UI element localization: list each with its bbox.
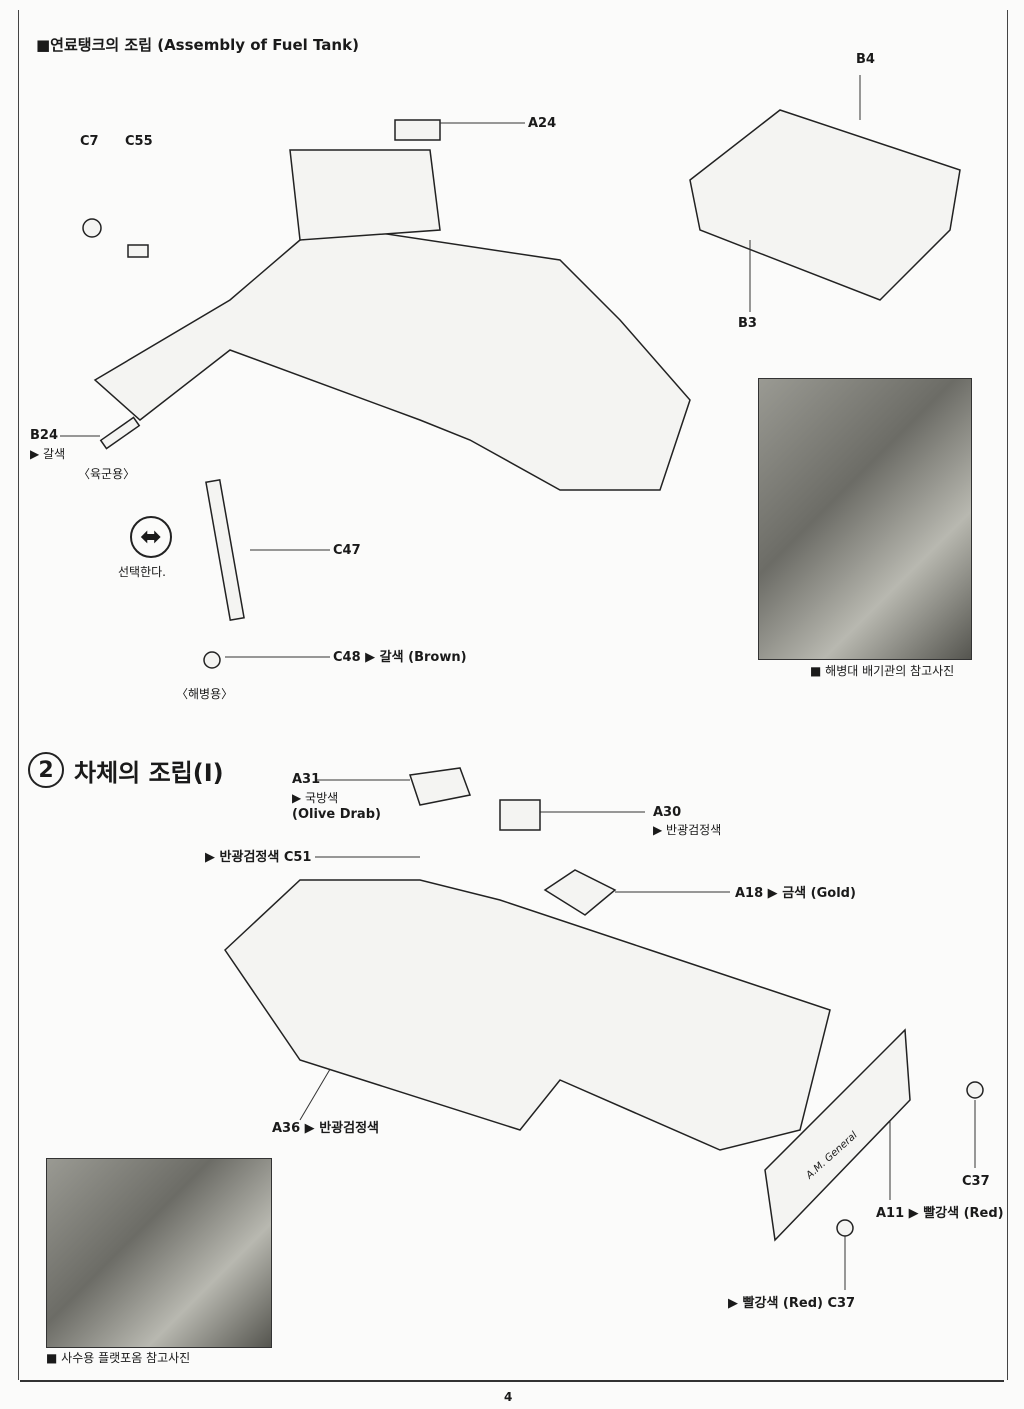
a31-color-en: (Olive Drab) [292,807,381,822]
marine-photo-caption: ■ 해병대 배기관의 참고사진 [810,664,955,678]
part-label-c55: C55 [125,134,153,149]
army-version-label: 〈육군용〉 [78,467,136,481]
part-label-a11: A11 ▶ 빨강색 (Red) [876,1206,1004,1221]
part-label-c7: C7 [80,134,99,149]
gunner-platform-photo [46,1158,272,1348]
part-label-a24: A24 [528,116,557,131]
chassis-drawing-bottom [224,767,984,1242]
part-label-a18: A18 ▶ 금색 (Gold) [735,886,856,901]
part-label-c37-top: C37 [962,1174,990,1189]
double-arrow-icon: ⬌ [130,516,172,558]
left-border [18,10,19,1380]
page-bottom-rule [20,1380,1004,1382]
part-label-c47: C47 [333,543,361,558]
b24-color: ▶ 갈색 [30,447,66,461]
marine-exhaust-photo [758,378,972,660]
gunner-photo-caption: ■ 사수용 플랫포옴 참고사진 [46,1351,191,1365]
fuel-tank-section-title: ■연료탱크의 조립 (Assembly of Fuel Tank) [36,36,359,54]
part-label-a31: A31 [292,772,321,787]
step-2-header: 2 차체의 조립(I) [28,752,224,788]
marine-version-label: 〈해병용〉 [176,687,234,701]
step-number: 2 [28,752,64,788]
part-label-c48: C48 ▶ 갈색 (Brown) [333,650,467,665]
part-label-a36: A36 ▶ 반광검정색 [272,1121,380,1136]
part-label-c37-bottom: ▶ 빨강색 (Red) C37 [728,1296,856,1311]
page-number: 4 [504,1390,513,1404]
a31-color: ▶ 국방색 [292,791,339,805]
right-border [1007,10,1008,1380]
part-label-a30: A30 [653,805,682,820]
part-label-b24: B24 [30,428,58,443]
a30-color: ▶ 반광검정색 [653,823,722,837]
choose-label: 선택한다. [118,565,166,579]
part-label-b3: B3 [738,316,757,331]
step-title: 차체의 조립(I) [74,758,224,787]
part-label-b4: B4 [856,52,875,67]
part-label-c51: ▶ 반광검정색 C51 [205,850,312,865]
chassis-drawing-top [82,109,961,669]
